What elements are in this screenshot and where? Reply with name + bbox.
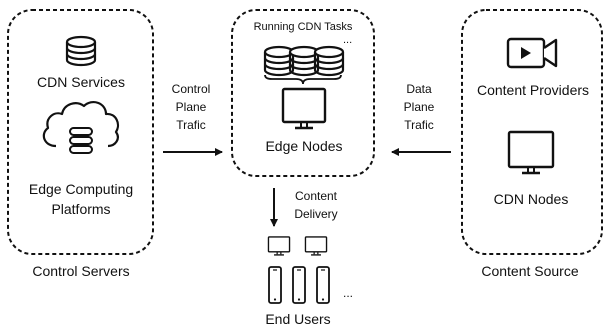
monitor-icon xyxy=(281,87,327,130)
control-servers-caption: Control Servers xyxy=(32,263,130,279)
monitor-icon xyxy=(507,130,555,175)
data-flow-line2: Plane xyxy=(403,100,435,114)
monitor-icon xyxy=(267,236,291,256)
smartphone-icon xyxy=(292,266,306,304)
smartphone-icon xyxy=(268,266,282,304)
content-source-box xyxy=(461,9,603,255)
cloud-server-icon xyxy=(42,101,120,154)
edge-computing-label: Edge Computing xyxy=(28,181,134,197)
end-users-label: End Users xyxy=(265,311,331,327)
content-providers-label: Content Providers xyxy=(476,82,590,98)
video-camera-icon xyxy=(506,37,558,69)
end-users-ellipsis: ... xyxy=(343,286,354,300)
database-icon xyxy=(65,35,97,67)
database-icon xyxy=(263,45,345,77)
content-source-caption: Content Source xyxy=(481,263,579,279)
platforms-label: Platforms xyxy=(51,201,111,217)
running-tasks-label: Running CDN Tasks xyxy=(253,21,353,33)
monitor-icon xyxy=(304,236,328,256)
control-flow-line3: Trafic xyxy=(176,118,206,132)
delivery-flow-line1: Content xyxy=(294,189,338,203)
edge-nodes-box xyxy=(231,9,375,177)
control-servers-box xyxy=(7,9,154,255)
data-flow-line3: Trafic xyxy=(404,118,434,132)
edge-nodes-label: Edge Nodes xyxy=(265,138,343,154)
control-flow-line1: Control xyxy=(171,82,211,96)
smartphone-icon xyxy=(316,266,330,304)
delivery-flow-line2: Delivery xyxy=(294,207,338,221)
control-flow-line2: Plane xyxy=(175,100,207,114)
cdn-services-label: CDN Services xyxy=(37,74,125,90)
tasks-ellipsis: ... xyxy=(343,34,353,46)
data-flow-line1: Data xyxy=(406,82,432,96)
cdn-nodes-label: CDN Nodes xyxy=(493,191,569,207)
task-bracket xyxy=(264,74,342,85)
